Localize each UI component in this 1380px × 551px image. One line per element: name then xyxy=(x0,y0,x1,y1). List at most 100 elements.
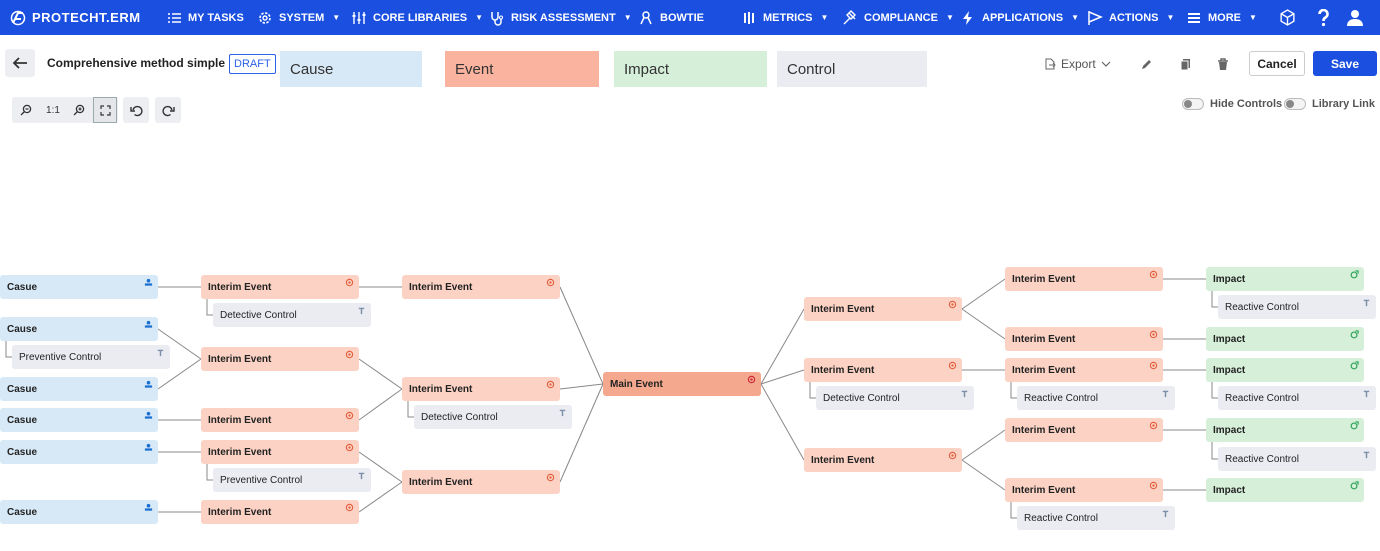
node-label: Reactive Control xyxy=(1225,392,1299,404)
nav-system[interactable]: SYSTEM ▼ xyxy=(257,0,340,35)
node-label: Reactive Control xyxy=(1024,512,1098,524)
main-event-node[interactable]: Main Event xyxy=(603,372,761,396)
delete-button[interactable] xyxy=(1217,52,1229,76)
undo-button[interactable] xyxy=(123,97,149,123)
impact-node[interactable]: Impact xyxy=(1206,478,1364,502)
target-icon xyxy=(1149,481,1158,490)
redo-button[interactable] xyxy=(155,97,181,123)
event-node[interactable]: Interim Event xyxy=(804,358,962,382)
impact-icon xyxy=(1350,361,1359,370)
toggle-switch[interactable] xyxy=(1284,98,1306,110)
node-label: Reactive Control xyxy=(1225,301,1299,313)
cause-node[interactable]: Casue xyxy=(0,275,158,299)
control-node[interactable]: Reactive Control xyxy=(1218,295,1376,319)
control-node[interactable]: Reactive Control xyxy=(1017,506,1175,530)
event-node[interactable]: Interim Event xyxy=(1005,478,1163,502)
event-node[interactable]: Interim Event xyxy=(1005,267,1163,291)
control-node[interactable]: Preventive Control xyxy=(12,345,170,369)
control-node[interactable]: Detective Control xyxy=(816,386,974,410)
node-label: Reactive Control xyxy=(1024,392,1098,404)
expand-icon xyxy=(99,104,111,116)
ribbon-icon xyxy=(638,10,654,26)
event-node[interactable]: Interim Event xyxy=(1005,327,1163,351)
event-node[interactable]: Interim Event xyxy=(201,275,359,299)
node-label: Interim Event xyxy=(1012,333,1076,345)
back-button[interactable] xyxy=(5,49,35,77)
hide-controls-toggle[interactable]: Hide Controls xyxy=(1182,97,1282,111)
event-node[interactable]: Interim Event xyxy=(1005,418,1163,442)
nav-label: MY TASKS xyxy=(188,11,244,24)
event-node[interactable]: Interim Event xyxy=(1005,358,1163,382)
export-dropdown[interactable]: Export xyxy=(1044,52,1111,76)
cause-node[interactable]: Cause xyxy=(0,317,158,341)
control-pin-icon xyxy=(1362,450,1371,459)
nav-risk-assessment[interactable]: RISK ASSESSMENT ▼ xyxy=(489,0,632,35)
impact-node[interactable]: Impact xyxy=(1206,358,1364,382)
chevron-down-icon xyxy=(1101,61,1111,67)
control-node[interactable]: Preventive Control xyxy=(213,468,371,492)
nav-more[interactable]: MORE ▼ xyxy=(1186,0,1257,35)
toggle-switch[interactable] xyxy=(1182,98,1204,110)
control-node[interactable]: Reactive Control xyxy=(1017,386,1175,410)
control-node[interactable]: Detective Control xyxy=(414,405,572,429)
control-node[interactable]: Reactive Control xyxy=(1218,447,1376,471)
library-link-label: Library Link xyxy=(1312,98,1375,110)
brand-logo[interactable]: PROTECHT.ERM xyxy=(10,0,141,35)
target-icon xyxy=(1149,330,1158,339)
event-node[interactable]: Interim Event xyxy=(201,500,359,524)
impact-node[interactable]: Impact xyxy=(1206,327,1364,351)
cube-icon[interactable] xyxy=(1279,0,1296,35)
nav-applications[interactable]: APPLICATIONS ▼ xyxy=(960,0,1079,35)
cause-node[interactable]: Casue xyxy=(0,440,158,464)
event-node[interactable]: Interim Event xyxy=(804,448,962,472)
cause-node[interactable]: Casue xyxy=(0,500,158,524)
event-node[interactable]: Interim Event xyxy=(804,297,962,321)
connector-line xyxy=(760,308,805,385)
zoom-reset-button[interactable]: 1:1 xyxy=(46,104,60,116)
nav-label: CORE LIBRARIES xyxy=(373,11,468,24)
event-node[interactable]: Interim Event xyxy=(402,275,560,299)
library-link-toggle[interactable]: Library Link xyxy=(1284,97,1375,111)
save-button[interactable]: Save xyxy=(1313,51,1377,76)
impact-node[interactable]: Impact xyxy=(1206,267,1364,291)
event-node[interactable]: Interim Event xyxy=(201,408,359,432)
nav-compliance[interactable]: COMPLIANCE ▼ xyxy=(842,0,954,35)
zoom-in-button[interactable] xyxy=(67,97,91,123)
cause-node[interactable]: Casue xyxy=(0,377,158,401)
node-label: Casue xyxy=(7,506,38,518)
event-node[interactable]: Interim Event xyxy=(201,440,359,464)
edit-button[interactable] xyxy=(1140,52,1153,76)
user-avatar-icon[interactable] xyxy=(1347,0,1363,35)
zoom-out-button[interactable] xyxy=(14,97,38,123)
copy-button[interactable] xyxy=(1179,52,1192,76)
nav-my-tasks[interactable]: MY TASKS xyxy=(166,0,244,35)
node-label: Interim Event xyxy=(409,383,473,395)
nav-core-libraries[interactable]: CORE LIBRARIES ▼ xyxy=(351,0,483,35)
metrics-icon xyxy=(741,10,757,26)
event-node[interactable]: Interim Event xyxy=(201,347,359,371)
flag-icon xyxy=(1087,10,1103,26)
nav-metrics[interactable]: METRICS ▼ xyxy=(741,0,828,35)
control-pin-icon xyxy=(558,408,567,417)
control-node[interactable]: Detective Control xyxy=(213,303,371,327)
nav-label: ACTIONS xyxy=(1109,11,1159,24)
cause-node[interactable]: Casue xyxy=(0,408,158,432)
person-icon xyxy=(144,411,153,420)
chevron-down-icon: ▼ xyxy=(945,13,954,22)
event-node[interactable]: Interim Event xyxy=(402,470,560,494)
nav-bowtie[interactable]: BOWTIE xyxy=(638,0,704,35)
cancel-button[interactable]: Cancel xyxy=(1249,51,1305,76)
nav-actions[interactable]: ACTIONS ▼ xyxy=(1087,0,1174,35)
export-icon xyxy=(1045,58,1056,70)
impact-node[interactable]: Impact xyxy=(1206,418,1364,442)
event-node[interactable]: Interim Event xyxy=(402,377,560,401)
stethoscope-icon xyxy=(489,10,505,26)
node-label: Impact xyxy=(1213,484,1246,496)
arrow-left-icon xyxy=(12,57,27,69)
help-icon[interactable] xyxy=(1316,0,1331,35)
page-title: Comprehensive method simple xyxy=(47,56,226,70)
control-node[interactable]: Reactive Control xyxy=(1218,386,1376,410)
gear-icon xyxy=(257,10,273,26)
copy-icon xyxy=(1180,58,1190,70)
fit-screen-button[interactable] xyxy=(93,97,117,123)
